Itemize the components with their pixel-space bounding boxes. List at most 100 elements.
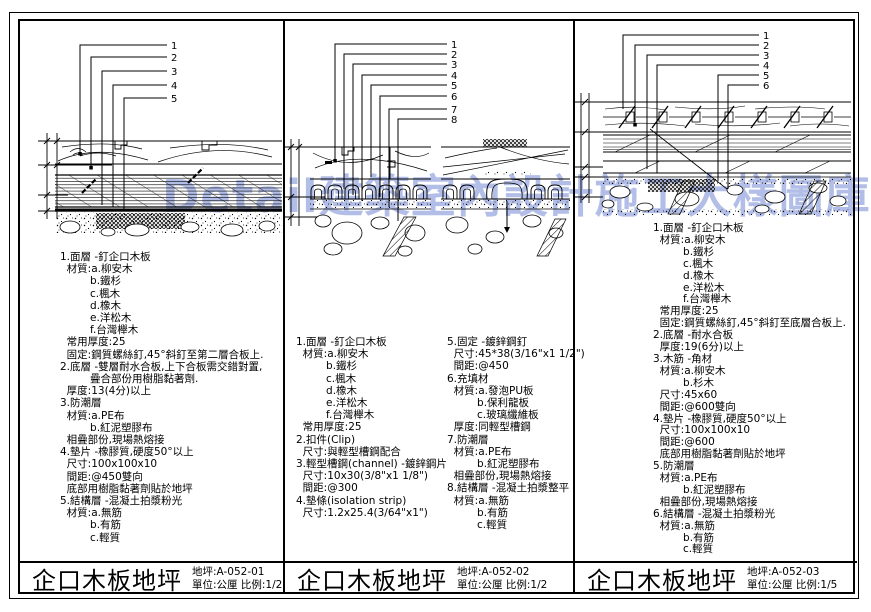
note-line: 材質:a.無筋 — [447, 494, 509, 507]
note-line: b.有筋 — [653, 531, 715, 544]
callout-number: 7 — [451, 105, 457, 116]
spec-notes-2-left: 1.面層 -釘企口木板 材質:a.柳安木 b.鐵杉 c.楓木 d.橡木 e.洋松… — [296, 336, 447, 519]
note-line: f.台灣櫸木 — [296, 409, 375, 422]
callout-number: 1 — [763, 31, 769, 42]
note-line: e.洋松木 — [60, 312, 132, 325]
note-line: 間距:@300 — [296, 482, 358, 495]
note-line: 材質:a.柳安木 — [296, 348, 369, 361]
structure-concrete-layer — [55, 212, 282, 237]
note-line: 6.結構層 -混凝土拍漿粉光 — [653, 507, 776, 520]
note-line: 相疊部份,現場熱熔接 — [60, 434, 165, 447]
note-line: 尺寸:1.2x25.4(3/64"x1") — [296, 506, 428, 519]
note-line: 間距:@600 — [653, 436, 715, 449]
note-line: b.紅泥塑膠布 — [60, 421, 153, 434]
note-line: 材質:a.無筋 — [60, 507, 122, 520]
note-line: 材質:a.PE布 — [653, 472, 718, 485]
note-line: 間距:@450 — [447, 360, 509, 373]
note-line: 材質:a.發泡PU板 — [447, 384, 534, 397]
plywood-underlayment-layer — [55, 174, 282, 208]
panel-title-info: 地坪:A-052-02 單位:公厘 比例:1/2 — [457, 566, 547, 592]
note-line: f.台灣櫸木 — [60, 324, 139, 337]
callout-number: 4 — [451, 71, 457, 82]
structure-concrete-layer — [601, 176, 851, 215]
panel-title: 企口木板地坪 — [32, 567, 182, 595]
wood-joist-layer — [603, 160, 851, 174]
note-line: 尺寸:與輕型槽鋼配合 — [296, 445, 401, 458]
note-line: 相疊部份,現場熱熔接 — [653, 495, 758, 508]
note-line: 相疊部份,現場熱熔接 — [447, 470, 552, 483]
callout-number: 3 — [451, 60, 457, 71]
note-line: 常用厚度:25 — [653, 305, 719, 318]
note-line: 4.墊條(isolation strip) — [296, 494, 407, 507]
note-line: 材質:a.柳安木 — [653, 364, 726, 377]
note-line: 1.面層 -釘企口木板 — [296, 336, 387, 348]
note-line: 6.充填材 — [447, 372, 489, 385]
note-line: 4.墊片 -橡膠質,硬度50°以上 — [653, 412, 787, 425]
panel-title-info: 地坪:A-052-01 單位:公厘 比例:1/2 — [192, 566, 282, 592]
callout-number: 5 — [763, 71, 769, 82]
callout-number: 4 — [171, 81, 177, 92]
panel-a-052-03: 1 2 3 4 5 6 1.面層 -釘企口木板 材質:a.柳安木 b.鐵杉 c.… — [575, 21, 857, 595]
note-line: b.紅泥塑膠布 — [447, 458, 540, 471]
callout-number: 4 — [763, 61, 769, 72]
note-line: d.橡木 — [296, 384, 358, 397]
note-line: e.洋松木 — [653, 281, 725, 294]
callout-number: 6 — [763, 81, 769, 92]
note-line: 固定:鋼質螺絲釘,45°斜釘至第二層合板上. — [60, 348, 264, 361]
callout-leaders — [622, 34, 759, 190]
note-line: 5.防潮層 — [653, 460, 695, 473]
spec-notes-1: 1.面層 -釘企口木板 材質:a.柳安木 b.鐵杉 c.楓木 d.橡木 e.洋松… — [60, 251, 264, 544]
note-line: 1.面層 -釘企口木板 — [60, 251, 151, 263]
callout-numbers: 1 2 3 4 5 — [171, 41, 177, 105]
note-line: 尺寸:10x30(3/8"x1 1/8") — [296, 470, 429, 483]
note-line: 2.扣件(Clip) — [296, 433, 356, 446]
note-line: 厚度:同輕型槽鋼 — [447, 421, 531, 434]
panel-title: 企口木板地坪 — [297, 567, 447, 595]
note-line: 底部用樹脂黏著劑貼於地坪 — [653, 448, 786, 461]
note-line: 固定:鋼質螺絲釘,45°斜釘至底層合板上. — [653, 317, 846, 330]
note-line: c.楓木 — [653, 257, 714, 270]
note-line: c.玻璃纖維板 — [447, 409, 539, 422]
note-line: 厚度:13(4分)以上 — [60, 385, 151, 398]
left-section-view — [310, 146, 431, 257]
note-line: b.保利龍板 — [447, 397, 530, 410]
callout-number: 2 — [451, 50, 457, 61]
drawing-number: 地坪:A-052-03 — [747, 565, 820, 578]
title-block-3: 企口木板地坪 地坪:A-052-03 單位:公厘 比例:1/5 — [575, 561, 857, 595]
panel-title-info: 地坪:A-052-03 單位:公厘 比例:1/5 — [747, 566, 837, 592]
note-line: c.楓木 — [60, 287, 121, 300]
note-line: 2.底層 -雙層耐水合板,上下合板需交錯對置, — [60, 360, 263, 373]
panel-title: 企口木板地坪 — [587, 567, 737, 595]
panel-a-052-01: 1 2 3 4 5 1.面層 -釘企口木板 材質:a.柳安木 b.鐵杉 c.楓木… — [20, 21, 285, 595]
callout-number: 2 — [763, 41, 769, 52]
drawing-number: 地坪:A-052-02 — [457, 565, 530, 578]
note-line: 3.木筋 -角材 — [653, 352, 713, 365]
note-line: 厚度:19(6分)以上 — [653, 341, 744, 354]
note-line: c.輕質 — [60, 531, 121, 544]
note-line: 5.固定 -鍍鋅鋼釘 — [447, 336, 528, 348]
note-line: b.鐵杉 — [653, 245, 715, 258]
note-line: f.台灣櫸木 — [653, 293, 732, 306]
note-line: 材質:a.PE布 — [447, 445, 512, 458]
note-line: 材質:a.PE布 — [60, 409, 125, 422]
sheet-outer-border — [9, 12, 859, 599]
note-line: 尺寸:45*38(3/16"x1 1/2") — [447, 348, 585, 361]
callout-number: 5 — [171, 94, 177, 105]
unit-scale: 單位:公厘 比例:1/2 — [457, 578, 548, 591]
note-line: 尺寸:100x100x10 — [653, 424, 751, 437]
note-line: 材質:a.無筋 — [653, 519, 715, 532]
callout-number: 1 — [171, 41, 177, 52]
note-line: d.橡木 — [653, 269, 715, 282]
callout-number: 3 — [763, 51, 769, 62]
dimension-marks — [575, 93, 603, 203]
note-line: c.楓木 — [296, 372, 357, 385]
note-line: e.洋松木 — [296, 397, 368, 410]
callout-number: 3 — [171, 67, 177, 78]
note-line: c.輕質 — [447, 519, 508, 532]
callout-number: 5 — [451, 81, 457, 92]
note-line: 尺寸:45x60 — [653, 388, 718, 401]
spec-notes-3: 1.面層 -釘企口木板 材質:a.柳安木 b.鐵杉 c.楓木 d.橡木 e.洋松… — [653, 222, 846, 556]
note-line: b.鐵杉 — [296, 360, 358, 373]
note-line: b.鐵杉 — [60, 275, 122, 288]
